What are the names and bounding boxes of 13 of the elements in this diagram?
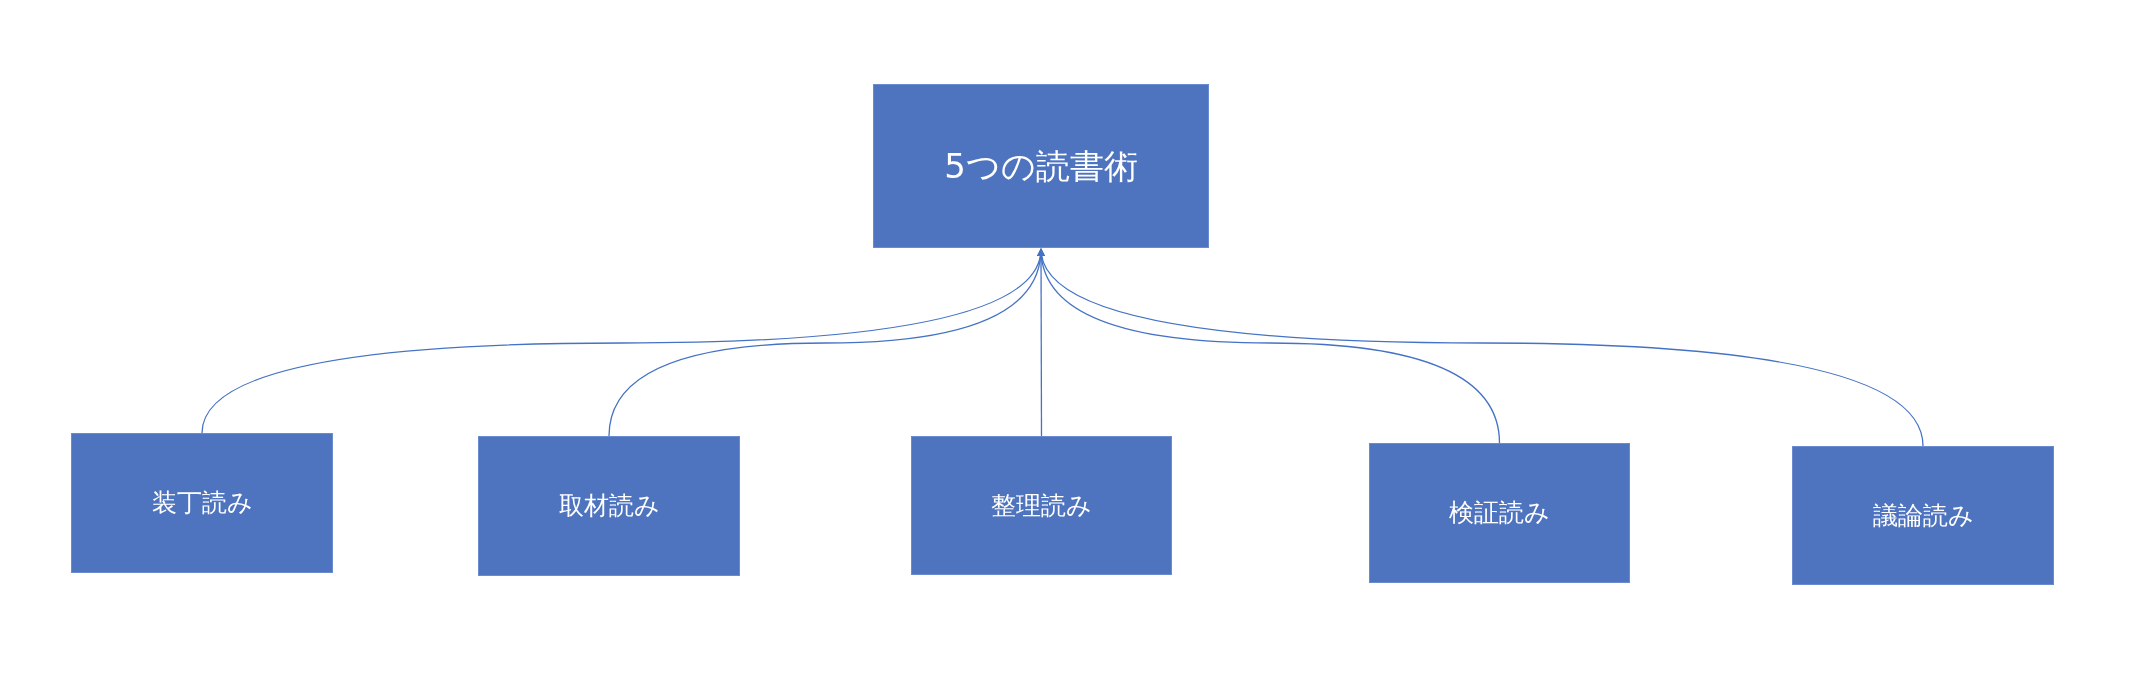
category-box [1792, 446, 2054, 585]
box-label: 議論読み [1872, 499, 1974, 532]
box-label: 装丁読み [151, 487, 253, 520]
title-box [873, 84, 1209, 248]
box-label: 取材読み [558, 490, 660, 523]
connector-arrow [1038, 248, 1924, 447]
box-label: 検証読み [1449, 497, 1550, 530]
category-box [478, 436, 740, 576]
category-box [1369, 443, 1630, 583]
category-box [911, 436, 1172, 575]
category-box [71, 433, 333, 573]
box-label: 整理読み [991, 489, 1092, 522]
box-label: 5つの読書術 [944, 144, 1138, 188]
